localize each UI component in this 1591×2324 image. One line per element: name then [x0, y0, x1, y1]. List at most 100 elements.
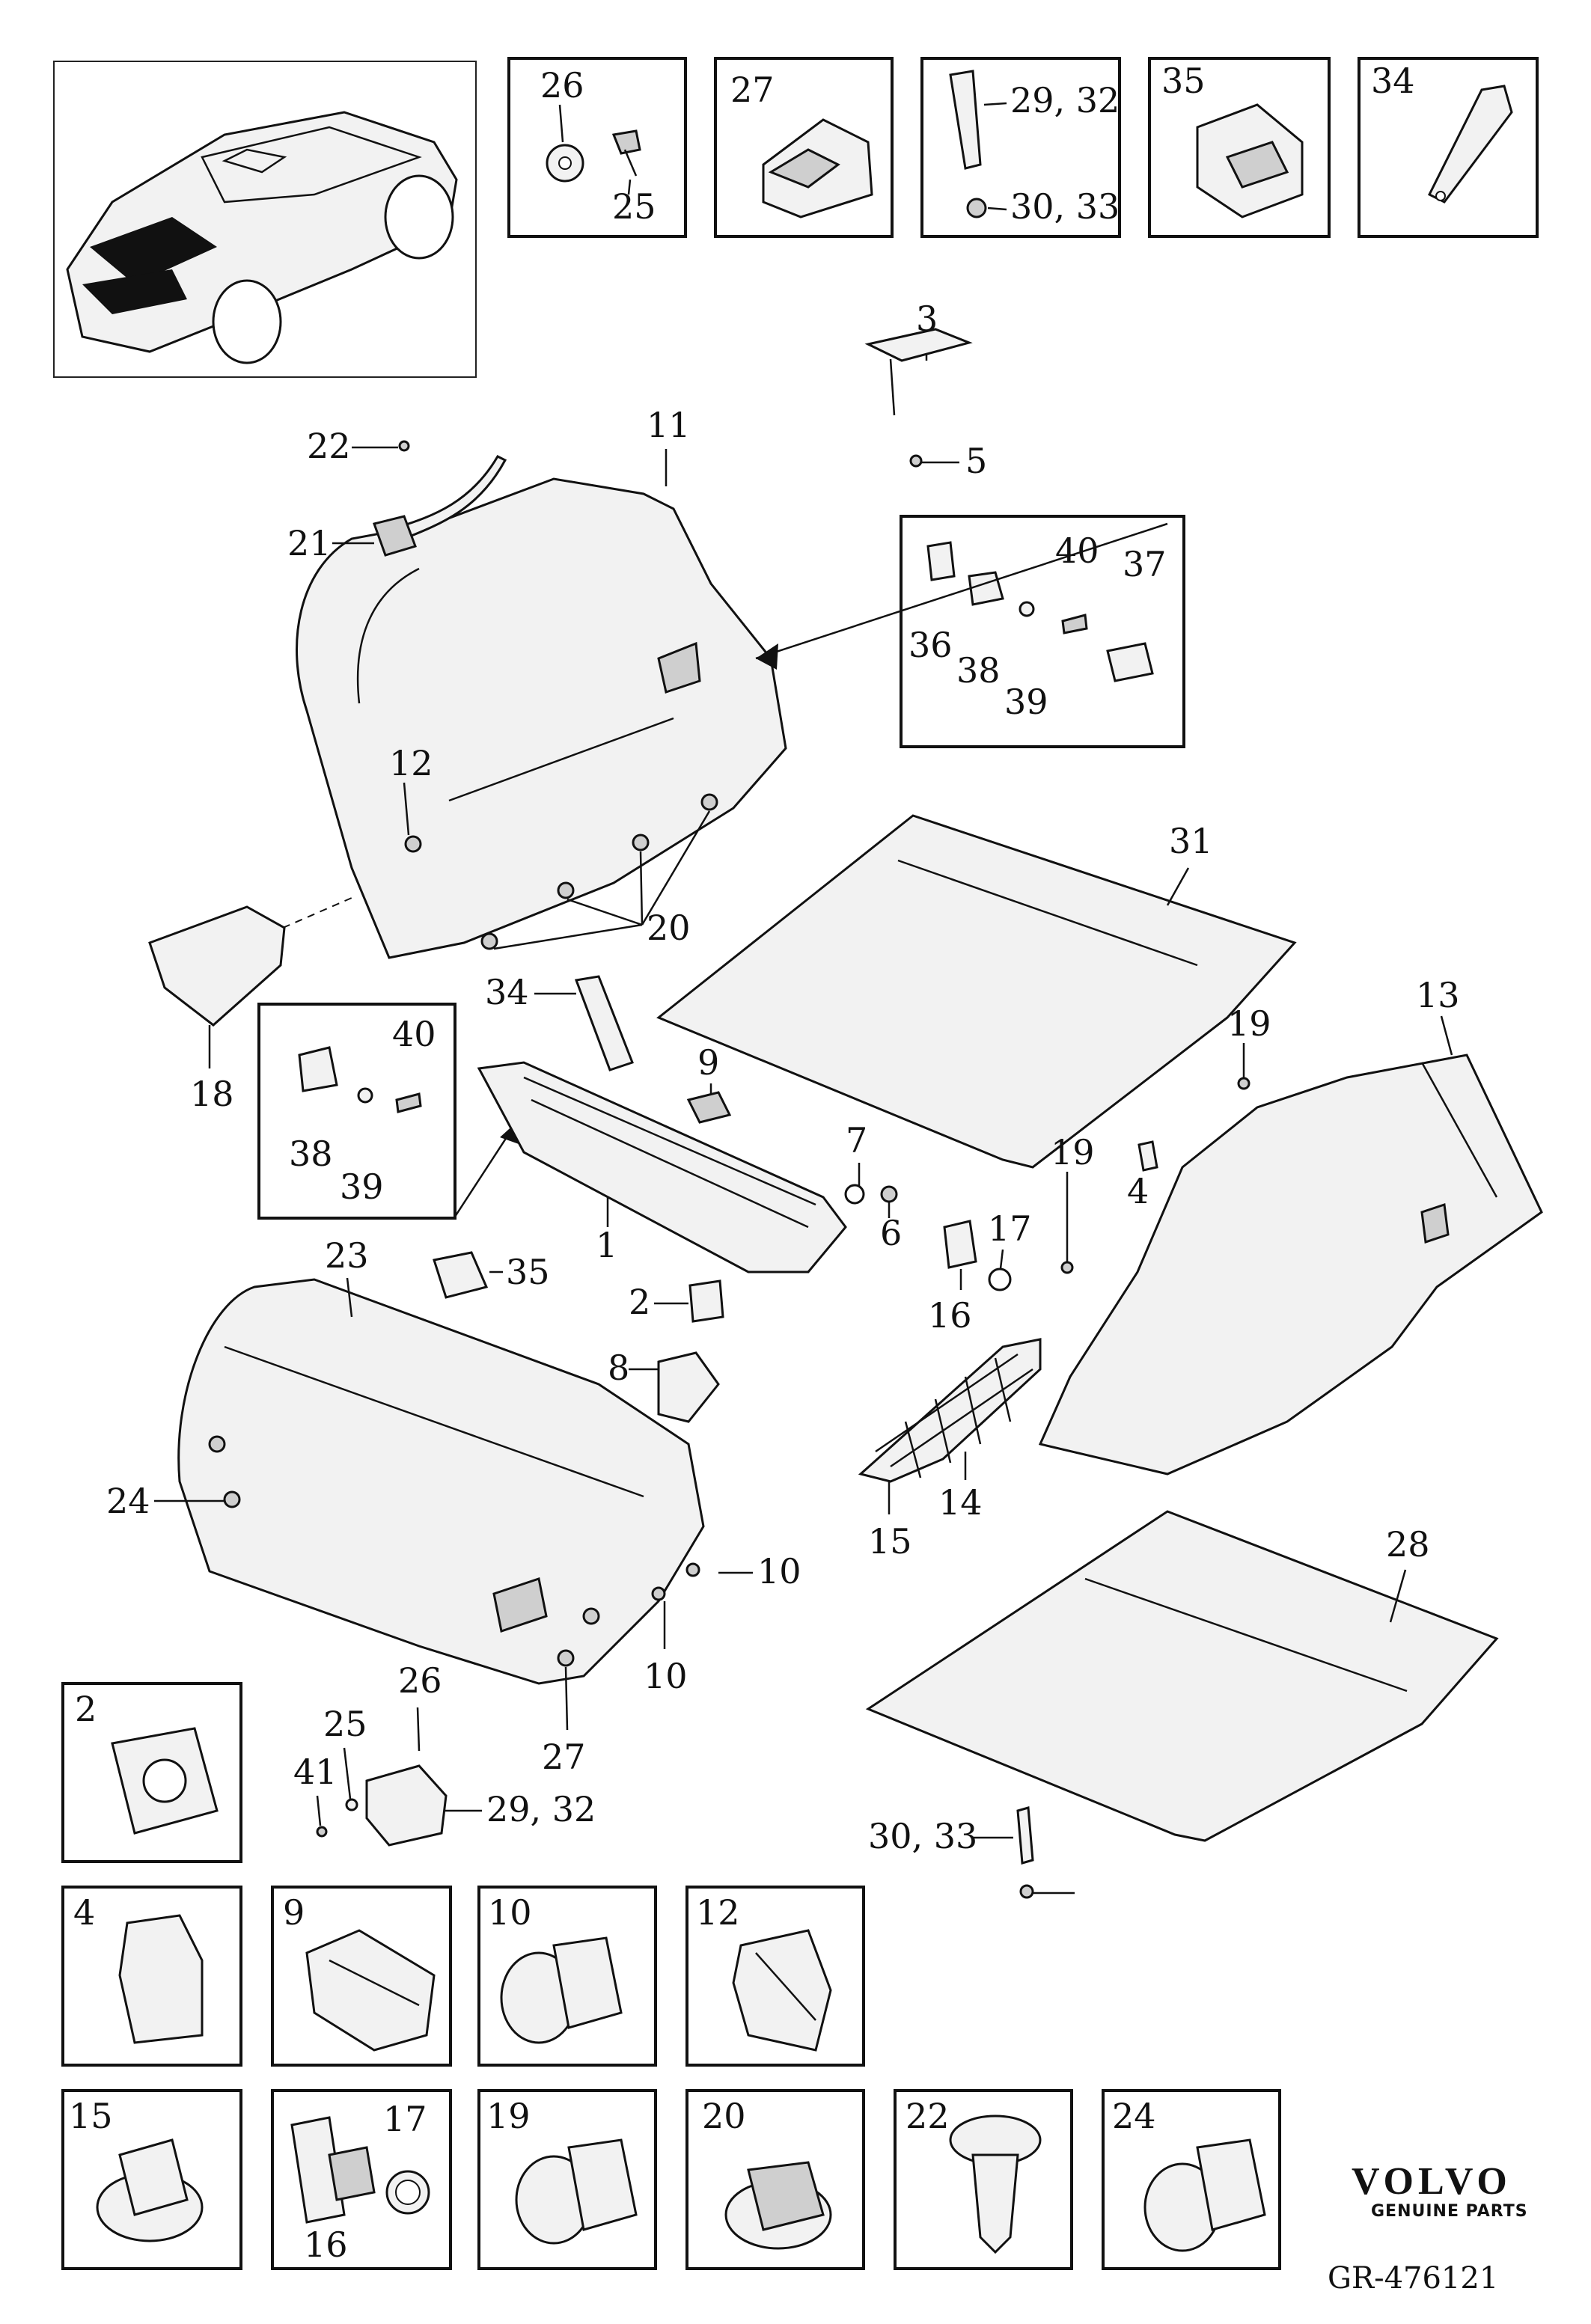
detail-box-label: 24: [1112, 2096, 1156, 2136]
callout-label: 4: [1127, 1171, 1149, 1211]
detail-box-24: 24: [1102, 2089, 1281, 2270]
box-fasteners-26-25: 26 25: [507, 57, 687, 238]
detail-box-label: 16: [304, 2224, 348, 2265]
callout-label: 25: [323, 1704, 367, 1744]
callout-label: 39: [340, 1166, 384, 1207]
callout-label: 26: [540, 65, 584, 106]
box-clip-29-32: 29, 32 30, 33: [920, 57, 1121, 238]
detail-box-label: 4: [73, 1892, 95, 1933]
callout-label: 38: [956, 650, 1001, 691]
callout-label: 19: [1051, 1132, 1095, 1172]
detail-box-label: 12: [696, 1892, 740, 1933]
detail-box-9: 9: [271, 1886, 452, 2067]
box-part-27: 27: [714, 57, 894, 238]
detail-box-label: 19: [486, 2096, 531, 2136]
callout-label: 6: [880, 1213, 902, 1253]
part-41-bracket-group: 26 25 41 29, 32: [293, 1660, 596, 1847]
callout-label: 38: [289, 1134, 333, 1174]
callout-label: 7: [846, 1120, 867, 1161]
part-23-tailgate-trim: 23: [177, 1235, 705, 1685]
callout-label: 1: [596, 1225, 617, 1265]
callout-label: 41: [293, 1752, 338, 1792]
callout-label: 31: [1169, 821, 1213, 861]
detail-box-label: 20: [702, 2096, 746, 2136]
callout-label: 14: [938, 1482, 983, 1523]
callout-label: 2: [629, 1282, 650, 1322]
detail-box-20: 20: [685, 2089, 865, 2270]
callout-label: 10: [644, 1656, 688, 1696]
callout-label: 27: [730, 70, 775, 110]
callout-label: 20: [647, 908, 691, 948]
detail-box-19: 19: [477, 2089, 657, 2270]
reference-number: GR-476121: [1328, 2261, 1498, 2296]
detail-box-2: 2: [61, 1682, 242, 1863]
part-3-bracket: 3 5: [864, 299, 987, 481]
detail-box-label: 10: [488, 1892, 532, 1933]
detail-box-12: 12: [685, 1886, 865, 2067]
detail-box-36-40: 40 37 36 38 39: [755, 515, 1185, 748]
callout-label: 34: [485, 972, 529, 1012]
callout-label: 17: [988, 1208, 1032, 1249]
detail-box-38-40: 40 38 39: [257, 1003, 521, 1220]
part-31-floor-mat: 31: [656, 814, 1297, 1169]
part-2-clip: [688, 1279, 724, 1323]
callout-label: 25: [612, 186, 656, 227]
callout-label: 27: [542, 1737, 586, 1777]
callout-label: 34: [1371, 61, 1415, 101]
part-18-bracket: 18: [148, 897, 352, 1114]
box-bracket-35: 35: [1148, 57, 1331, 238]
part-28-floor-cover: 28: [865, 1510, 1499, 1842]
callout-label: 35: [506, 1252, 550, 1292]
callout-label: 26: [398, 1660, 442, 1701]
callout-label: 5: [965, 441, 987, 481]
callout-label: 23: [325, 1235, 369, 1276]
part-8-cover: [657, 1351, 720, 1423]
callout-label: 22: [307, 426, 351, 466]
detail-box-label: 17: [383, 2099, 427, 2139]
detail-box-22: 22: [894, 2089, 1073, 2270]
callout-label: 16: [928, 1295, 972, 1336]
detail-box-label: 22: [906, 2096, 950, 2136]
callout-label: 36: [909, 625, 953, 665]
brand-tagline: GENUINE PARTS: [1371, 2202, 1528, 2221]
callout-label: 35: [1161, 61, 1206, 101]
detail-box-label: 2: [75, 1689, 97, 1729]
brand-block: VOLVO GENUINE PARTS GR-476121: [1328, 2160, 1528, 2296]
callout-label: 18: [190, 1074, 234, 1114]
callout-label: 40: [392, 1014, 436, 1054]
callout-label: 30, 33: [1010, 186, 1120, 227]
part-14-net: 14 15: [858, 1338, 1042, 1562]
callout-label: 9: [697, 1042, 719, 1083]
brand-logo: VOLVO: [1352, 2160, 1512, 2203]
part-11-left-side-trim: [296, 477, 787, 959]
detail-box-16-17: 17 16: [271, 2089, 452, 2270]
callout-label: 21: [287, 523, 332, 563]
callout-label: 24: [106, 1481, 150, 1521]
vehicle-overview: [53, 61, 477, 378]
callout-label: 19: [1227, 1003, 1271, 1044]
callout-label: 29, 32: [1010, 80, 1120, 120]
detail-box-label: 9: [283, 1892, 305, 1933]
callout-label: 11: [647, 405, 691, 445]
callout-label: 13: [1416, 975, 1460, 1015]
detail-box-10: 10: [477, 1886, 657, 2067]
detail-box-15: 15: [61, 2089, 242, 2270]
part-35-bracket: [433, 1251, 489, 1299]
part-1-sill-panel: 9 1: [477, 1042, 847, 1273]
callout-label: 39: [1004, 682, 1048, 722]
callout-label: 10: [757, 1551, 801, 1591]
part-13-right-side-trim: 13: [1038, 975, 1543, 1476]
callout-label: 29, 32: [486, 1789, 596, 1829]
callout-label: 12: [389, 743, 433, 783]
callout-label: 30, 33: [868, 1816, 977, 1856]
callout-label: 37: [1123, 544, 1167, 584]
box-strap-34: 34: [1358, 57, 1539, 238]
detail-box-label: 15: [69, 2096, 113, 2136]
part-16-connector: [943, 1220, 977, 1269]
detail-box-4: 4: [61, 1886, 242, 2067]
callout-label: 8: [608, 1348, 629, 1388]
callout-label: 15: [868, 1521, 912, 1562]
callout-label: 28: [1386, 1524, 1430, 1565]
callout-label: 40: [1055, 530, 1099, 571]
